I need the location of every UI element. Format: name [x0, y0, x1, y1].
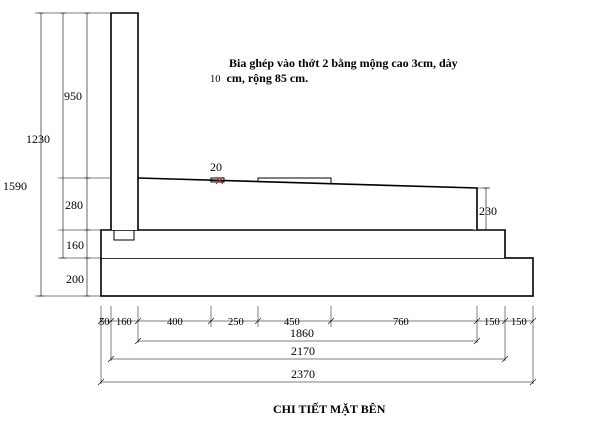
- dim-bottom-4: 250: [228, 317, 244, 328]
- note-line-1: Bia ghép vào thớt 2 bằng mộng cao 3cm, d…: [229, 56, 458, 70]
- note-size-value: 10: [210, 74, 221, 85]
- dim-bottom-8: 150: [511, 317, 527, 328]
- dim-bottom-7: 150: [484, 317, 500, 328]
- inline-dimensions: 20 230: [210, 160, 497, 231]
- dim-gap: 20: [210, 160, 222, 174]
- step-slab: [100, 229, 506, 258]
- dim-slab-end: 230: [479, 204, 497, 218]
- dim-base-length: 2370: [291, 367, 315, 381]
- drawing-title: CHI TIẾT MẶT BÊN: [273, 401, 386, 416]
- dim-step-height: 160: [66, 238, 84, 252]
- dim-step-length: 2170: [291, 344, 315, 358]
- dim-bottom-1: 50: [99, 317, 110, 328]
- dim-total-height: 1590: [3, 179, 27, 193]
- dim-headstone-top: 950: [64, 89, 82, 103]
- note-line-2: 10 cm, rộng 85 cm.: [210, 69, 308, 86]
- dim-top-slab-length: 1860: [290, 326, 314, 340]
- headstone: [110, 12, 139, 230]
- construction-note: Bia ghép vào thớt 2 bằng mộng cao 3cm, d…: [210, 56, 458, 86]
- dim-bottom-6: 760: [393, 317, 409, 328]
- dim-base-height: 200: [66, 272, 84, 286]
- dim-bottom-3: 400: [167, 317, 183, 328]
- note-size-rest: cm, rộng 85 cm.: [227, 71, 309, 85]
- dim-upper-height: 1230: [26, 132, 50, 146]
- dim-headstone-mid: 280: [65, 198, 83, 212]
- cross-marker-icon: [215, 176, 224, 185]
- raised-panel: [257, 177, 332, 183]
- dim-bottom-2: 160: [116, 317, 132, 328]
- left-dimensions: 1590 1230 950 280 160 200: [3, 12, 111, 297]
- sloped-slab: [137, 177, 478, 230]
- tenon-notch: [113, 230, 135, 241]
- base-slab: [100, 257, 534, 297]
- dim-bottom-5: 450: [284, 317, 300, 328]
- bottom-dimensions: 50 160 400 250 450 760 150 150 1860 2170…: [97, 306, 537, 386]
